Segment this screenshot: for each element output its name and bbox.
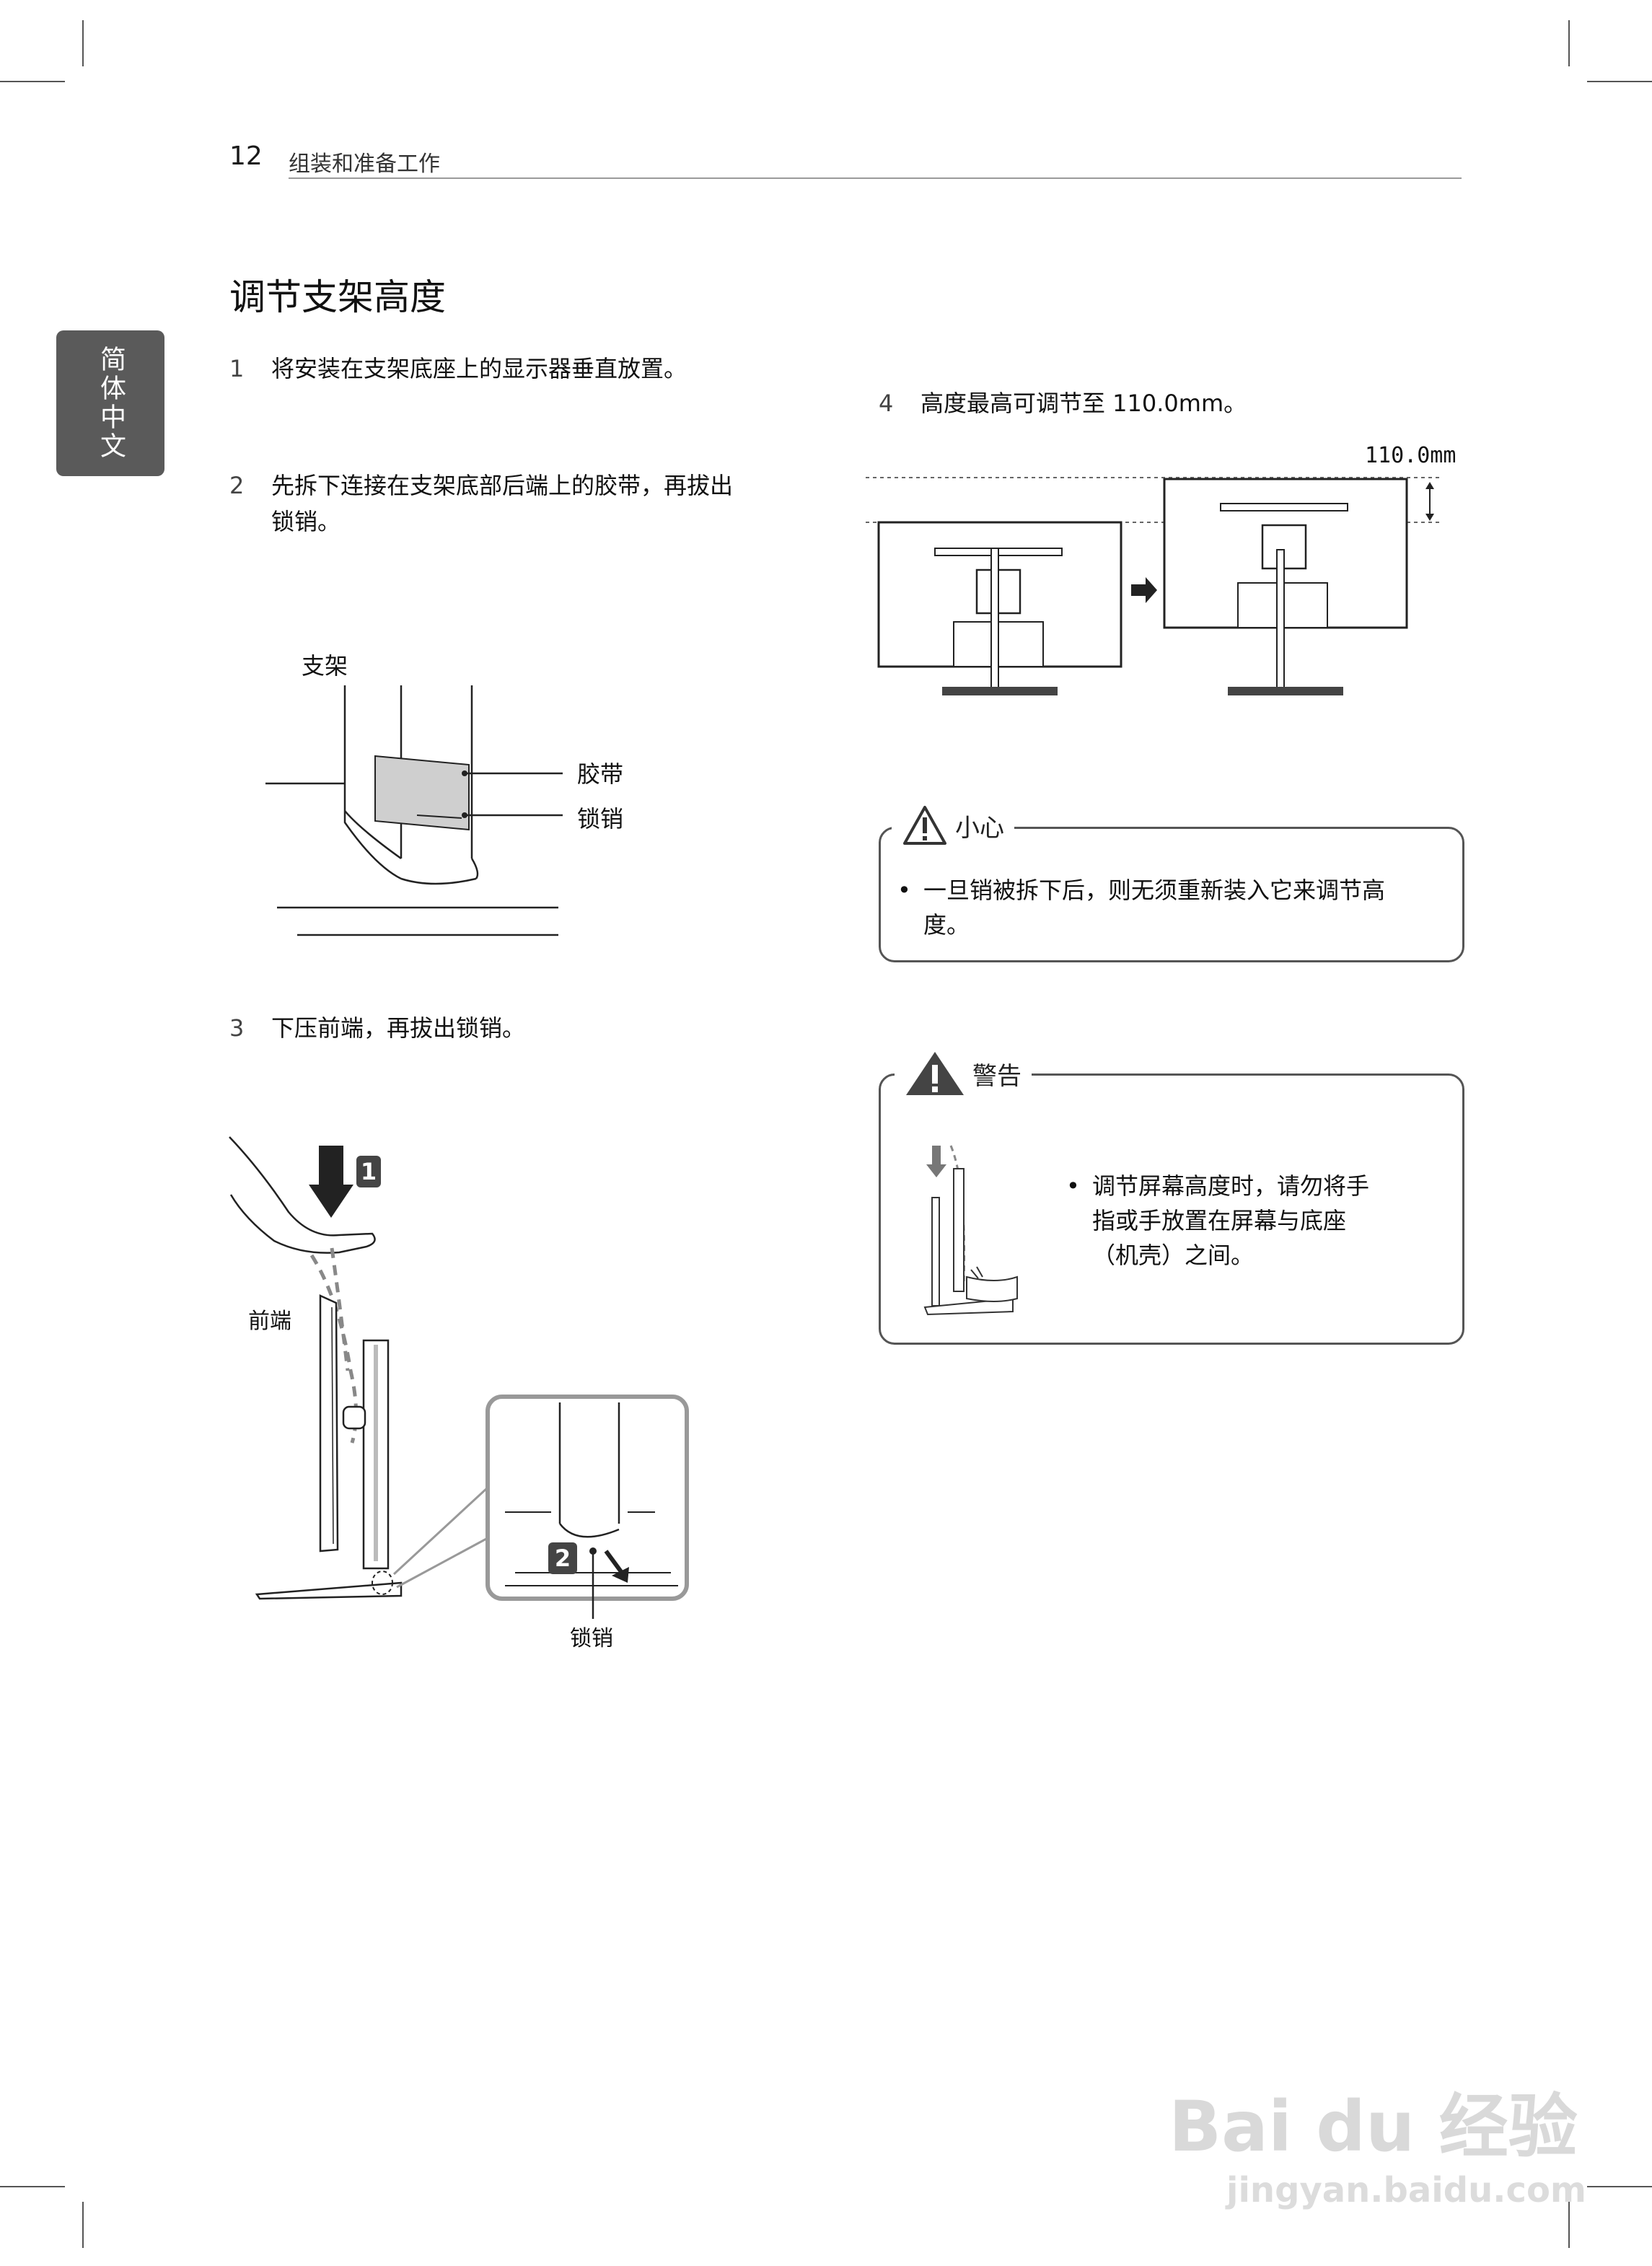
crop-mark xyxy=(0,2186,65,2187)
step-4: 4 高度最高可调节至 110.0mm。 xyxy=(879,385,1456,421)
crop-mark xyxy=(0,81,65,82)
step-text: 下压前端，再拔出锁销。 xyxy=(271,1014,526,1042)
step-2: 2 先拆下连接在支架底部后端上的胶带，再拔出 锁销。 xyxy=(229,467,821,540)
pin-bottom-label: 锁销 xyxy=(570,1626,613,1651)
stand-label: 支架 xyxy=(302,652,348,680)
crop-mark xyxy=(1587,2186,1652,2187)
caution-heading: 小心 xyxy=(892,802,1014,848)
height-value-label: 110.0mm xyxy=(1365,443,1457,468)
badge-2: 2 xyxy=(554,1545,571,1572)
caution-box xyxy=(879,827,1464,962)
warning-text: • 调节屏幕高度时，请勿将手 指或手放置在屏幕与底座 （机壳）之间。 xyxy=(1066,1169,1441,1277)
caution-line: 一旦销被拆下后，则无须重新装入它来调节高 xyxy=(923,877,1386,904)
badge-1: 1 xyxy=(360,1158,377,1185)
page-number: 12 xyxy=(229,141,263,171)
warning-icon xyxy=(906,1052,964,1095)
language-tab: 简体中文 xyxy=(56,330,164,476)
caution-title: 小心 xyxy=(955,813,1004,843)
crop-mark xyxy=(1587,81,1652,82)
step-text: 先拆下连接在支架底部后端上的胶带，再拔出 xyxy=(271,472,734,499)
step-number: 3 xyxy=(229,1014,245,1042)
step-number: 2 xyxy=(229,472,245,499)
pin-label: 锁销 xyxy=(577,805,624,833)
running-header: 组装和准备工作 xyxy=(289,151,440,177)
caution-line: 度。 xyxy=(923,911,970,939)
tape-label: 胶带 xyxy=(577,760,624,788)
crop-mark xyxy=(1568,20,1570,66)
crop-mark xyxy=(82,2202,84,2248)
step-text: 将安装在支架底座上的显示器垂直放置。 xyxy=(271,355,687,382)
bullet: • xyxy=(897,877,911,904)
front-label: 前端 xyxy=(248,1309,291,1334)
watermark-url: jingyan.baidu.com xyxy=(1226,2170,1586,2210)
watermark-brand: Bai du 经验 xyxy=(1169,2086,1578,2167)
warning-line: 调节屏幕高度时，请勿将手 xyxy=(1092,1172,1370,1200)
warning-heading: 警告 xyxy=(895,1050,1032,1097)
step-text: 锁销。 xyxy=(271,508,341,535)
step-3: 3 下压前端，再拔出锁销。 xyxy=(229,1010,807,1046)
caution-icon xyxy=(903,806,946,845)
crop-mark xyxy=(1568,2202,1570,2248)
step-number: 4 xyxy=(879,390,894,417)
bullet: • xyxy=(1066,1172,1080,1200)
warning-title: 警告 xyxy=(972,1061,1021,1091)
warning-line: 指或手放置在屏幕与底座 xyxy=(1092,1207,1347,1234)
crop-mark xyxy=(82,20,84,66)
step-1: 1 将安装在支架底座上的显示器垂直放置。 xyxy=(229,351,807,387)
section-title: 调节支架高度 xyxy=(229,276,446,318)
step-text: 高度最高可调节至 110.0mm。 xyxy=(921,390,1247,417)
step-number: 1 xyxy=(229,355,245,382)
warning-line: （机壳）之间。 xyxy=(1092,1242,1255,1269)
caution-text: • 一旦销被拆下后，则无须重新装入它来调节高 度。 xyxy=(897,873,1446,945)
header-rule xyxy=(289,177,1462,179)
